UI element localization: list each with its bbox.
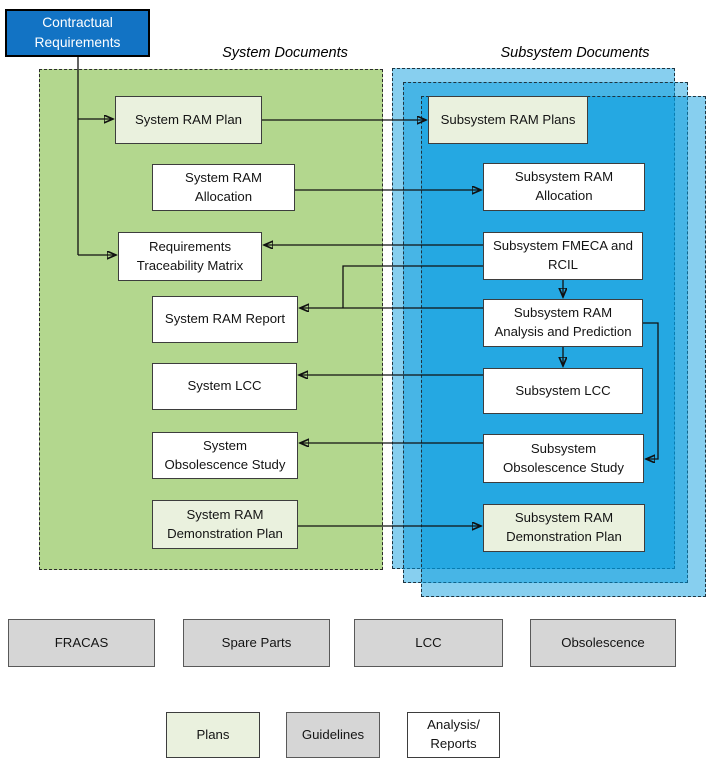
node-label: Obsolescence (561, 634, 645, 650)
node-label: System Obsolescence Study (164, 437, 286, 472)
guideline-box-fracas: FRACAS (8, 619, 155, 667)
node-label: Subsystem FMECA and RCIL (493, 238, 633, 272)
node-subsystem-fmeca-rcil: Subsystem FMECA and RCIL (483, 232, 643, 280)
node-subsystem-ram-allocation: Subsystem RAM Allocation (483, 163, 645, 211)
node-label: Subsystem LCC (515, 382, 611, 398)
node-label: LCC (415, 634, 442, 650)
subsystem-documents-label: Subsystem Documents (500, 45, 650, 61)
legend-guidelines: Guidelines (286, 712, 380, 758)
node-requirements-traceability-matrix: Requirements Traceability Matrix (118, 232, 262, 281)
node-system-ram-report: System RAM Report (152, 296, 298, 343)
guideline-box-lcc: LCC (354, 619, 503, 667)
node-label: Contractual Requirements (34, 15, 121, 50)
node-system-lcc: System LCC (152, 363, 297, 410)
guideline-box-obsolescence: Obsolescence (530, 619, 676, 667)
node-subsystem-lcc: Subsystem LCC (483, 368, 643, 414)
node-label: Subsystem RAM Analysis and Prediction (494, 305, 632, 339)
legend-label: Guidelines (301, 726, 365, 742)
legend-plans: Plans (166, 712, 260, 758)
node-label: System RAM Demonstration Plan (167, 506, 283, 541)
node-label: System RAM Allocation (185, 169, 262, 204)
node-system-obsolescence-study: System Obsolescence Study (152, 432, 298, 479)
node-label: Spare Parts (221, 634, 292, 650)
node-subsystem-ram-plans: Subsystem RAM Plans (428, 96, 588, 144)
node-system-ram-plan: System RAM Plan (115, 96, 262, 144)
node-label: FRACAS (54, 634, 109, 650)
node-system-ram-allocation: System RAM Allocation (152, 164, 295, 211)
node-label: System LCC (187, 378, 262, 394)
legend-analysis-reports: Analysis/ Reports (407, 712, 500, 758)
node-label: System RAM Report (164, 311, 286, 327)
node-label: Subsystem Obsolescence Study (503, 440, 624, 475)
node-contractual-requirements: Contractual Requirements (5, 9, 150, 57)
legend-label: Analysis/ Reports (427, 717, 480, 751)
legend-label: Plans (196, 726, 230, 742)
node-label: Subsystem RAM Demonstration Plan (506, 510, 622, 544)
node-label: System RAM Plan (135, 111, 242, 127)
guideline-box-spare-parts: Spare Parts (183, 619, 330, 667)
node-system-ram-demonstration-plan: System RAM Demonstration Plan (152, 500, 298, 549)
node-label: Subsystem RAM Plans (440, 111, 576, 127)
node-label: Requirements Traceability Matrix (136, 238, 244, 273)
node-subsystem-ram-analysis-prediction: Subsystem RAM Analysis and Prediction (483, 299, 643, 347)
node-subsystem-obsolescence-study: Subsystem Obsolescence Study (483, 434, 644, 483)
node-label: Subsystem RAM Allocation (514, 169, 614, 203)
system-documents-label: System Documents (222, 45, 348, 61)
node-subsystem-ram-demonstration-plan: Subsystem RAM Demonstration Plan (483, 504, 645, 552)
